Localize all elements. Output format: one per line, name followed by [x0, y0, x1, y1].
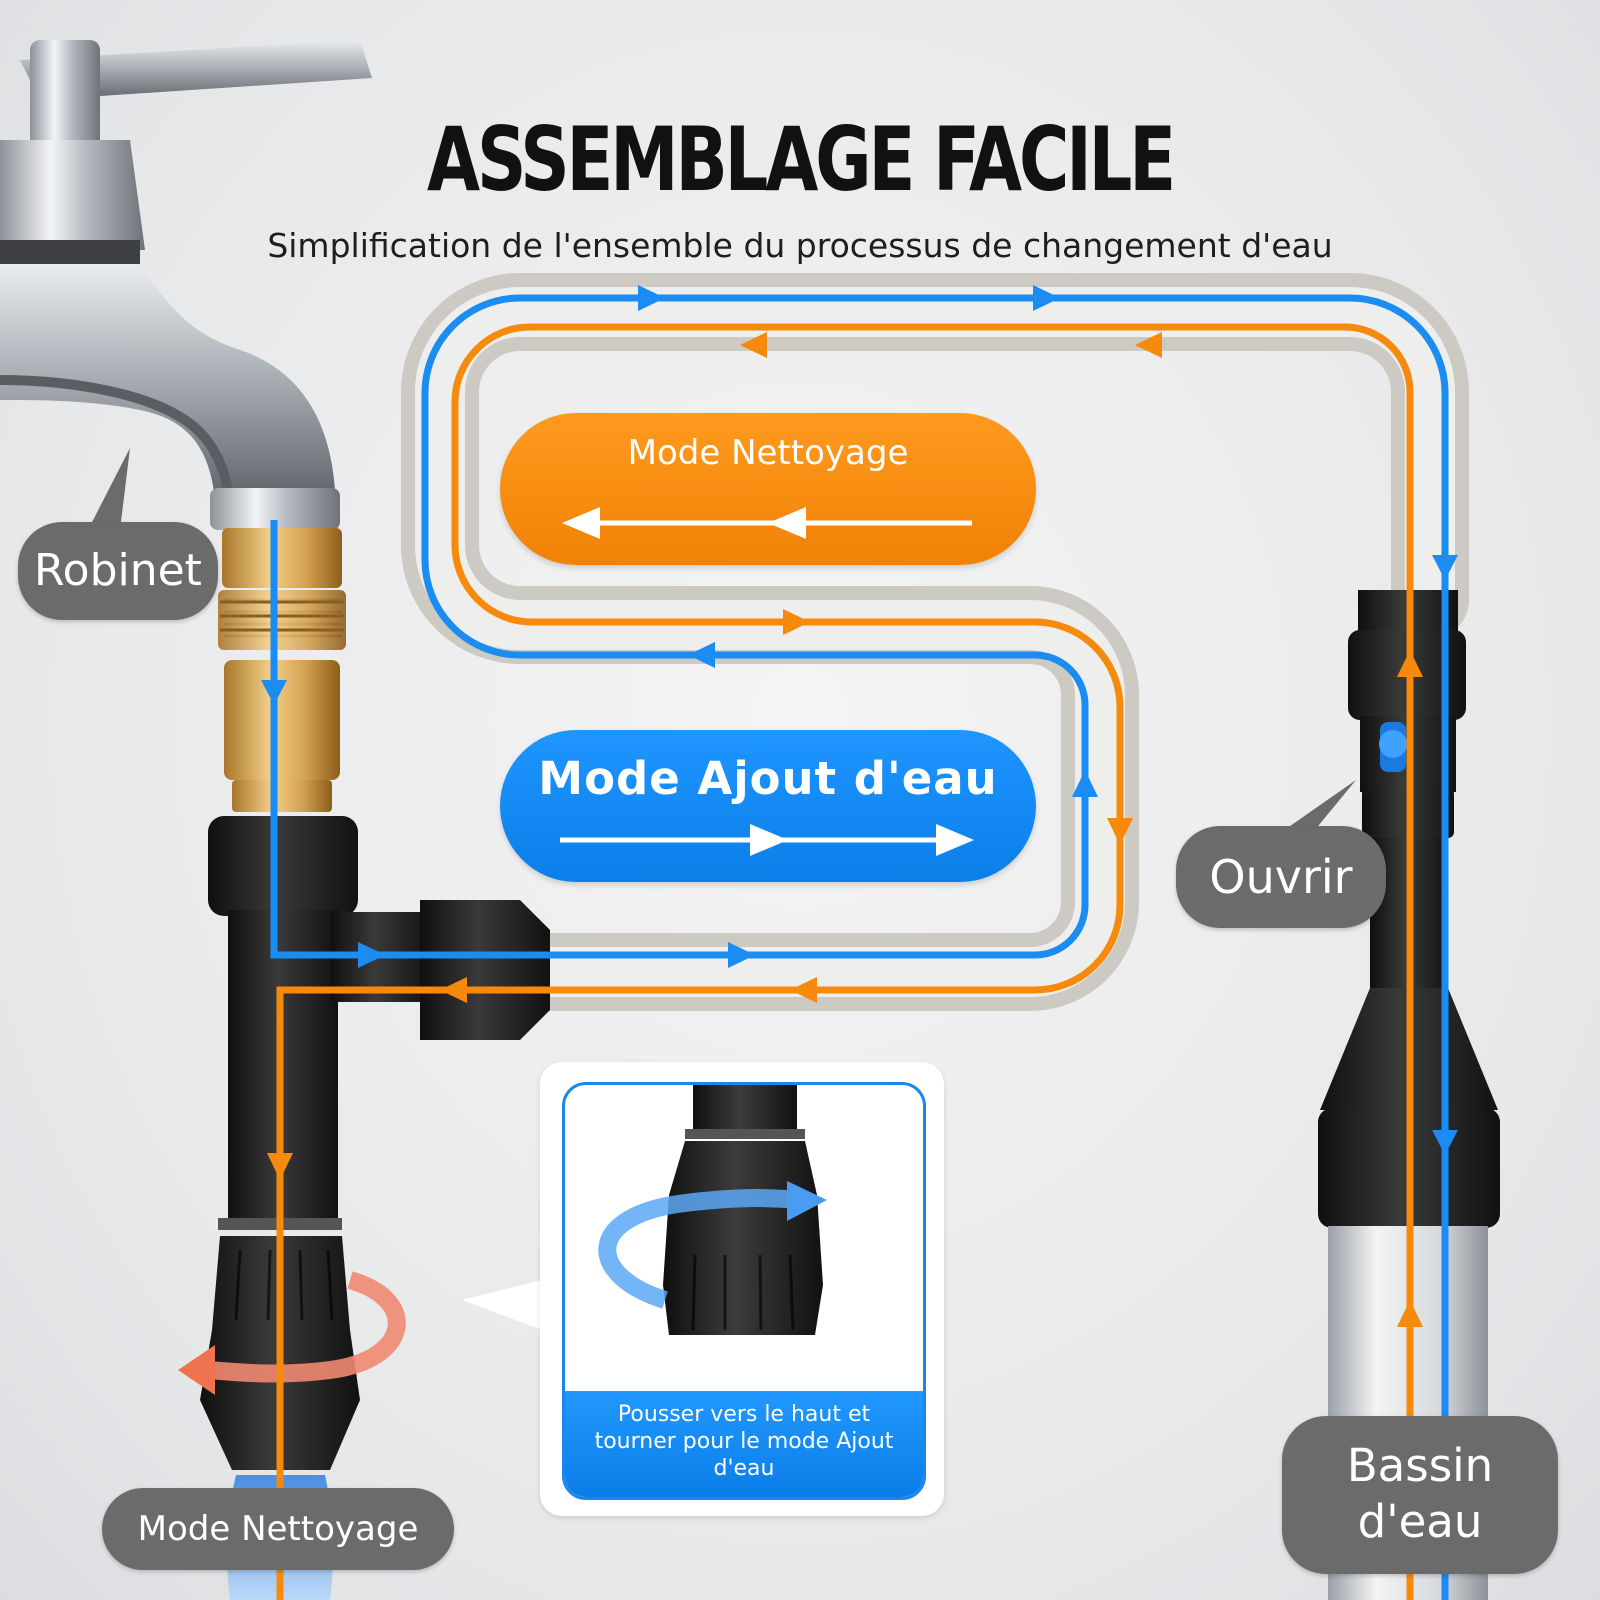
- t-valve-icon: [200, 816, 550, 1600]
- water-basin-callout-line1: Bassin: [1346, 1439, 1494, 1492]
- add-water-mode-badge: Mode Ajout d'eau: [500, 730, 1036, 882]
- detail-inset: Pousser vers le haut et tourner pour le …: [540, 1062, 944, 1516]
- open-callout: Ouvrir: [1176, 826, 1386, 928]
- water-basin-callout: Bassin d'eau: [1282, 1416, 1558, 1574]
- robinet-pointer: [88, 448, 130, 530]
- detail-inset-frame: Pousser vers le haut et tourner pour le …: [562, 1082, 926, 1500]
- valve-rotation-detail-icon: [598, 1085, 827, 1335]
- water-basin-callout-line2: d'eau: [1357, 1495, 1483, 1548]
- add-water-mode-label: Mode Ajout d'eau: [538, 752, 998, 805]
- page-subtitle: Simplification de l'ensemble du processu…: [267, 226, 1333, 265]
- inset-pointer: [462, 1280, 542, 1330]
- cleaning-mode-badge: Mode Nettoyage: [500, 413, 1036, 565]
- left-arrows-icon: [562, 507, 972, 539]
- brass-connector-icon: [218, 528, 346, 812]
- blue-flow-line: [261, 285, 1458, 1600]
- cleaning-mode-label: Mode Nettoyage: [627, 433, 909, 473]
- faucet-icon: [0, 40, 372, 530]
- faucet-callout: Robinet: [18, 522, 218, 620]
- right-arrows-icon: [560, 824, 974, 856]
- inset-caption: Pousser vers le haut et tourner pour le …: [594, 1402, 894, 1481]
- cleaning-mode-callout: Mode Nettoyage: [102, 1488, 454, 1570]
- page-title: ASSEMBLAGE FACILE: [426, 108, 1176, 211]
- rotate-arrow-icon: [178, 1271, 406, 1395]
- orange-flow-line: [267, 323, 1423, 1600]
- inset-caption-band: [565, 1391, 923, 1497]
